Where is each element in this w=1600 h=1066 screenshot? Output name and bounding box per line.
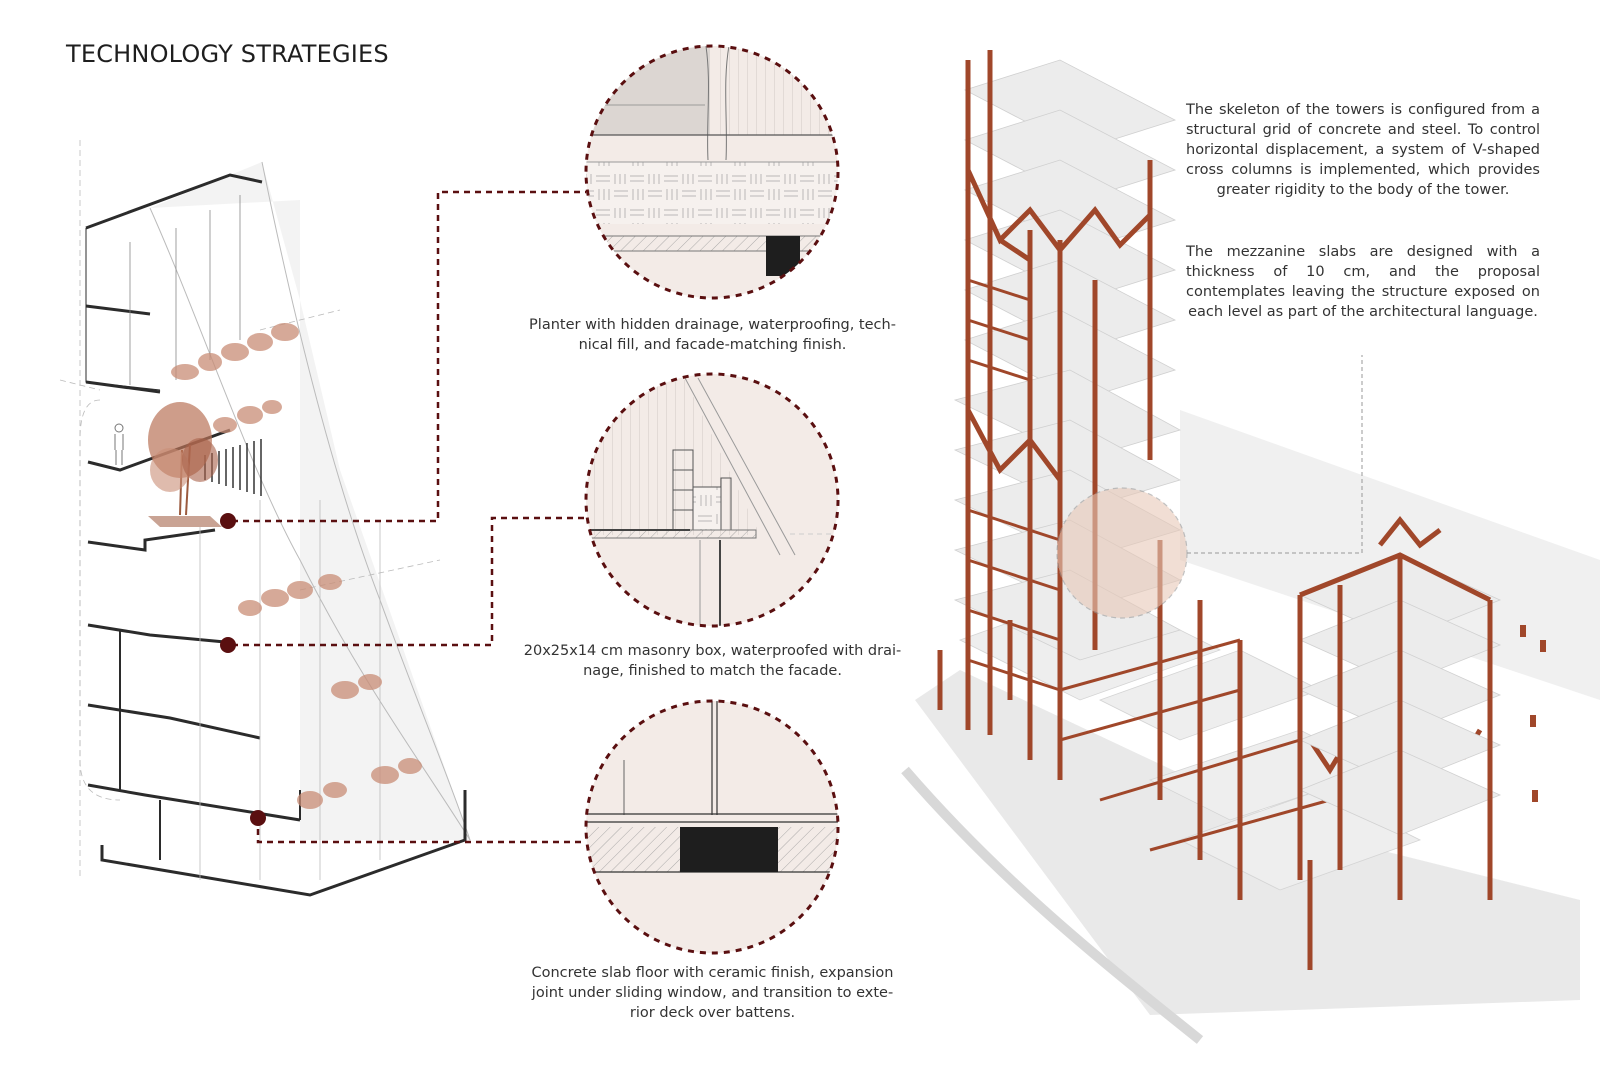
caption-line: joint under sliding window, and transiti… — [531, 985, 894, 1001]
caption-line: 20x25x14 cm masonry box, waterproofed wi… — [523, 643, 902, 659]
caption-line: nage, finished to match the facade. — [583, 663, 842, 679]
caption-line: Concrete slab floor with ceramic finish,… — [531, 965, 894, 981]
callout-marker-slab-floor[interactable] — [250, 810, 266, 826]
highlight-leader — [1187, 355, 1363, 554]
detail-circle-masonry-box[interactable] — [584, 372, 860, 640]
tower-beams — [967, 278, 1331, 852]
caption-slab-floor: Concrete slab floor with ceramic finish,… — [480, 963, 945, 1023]
structure-paragraph-skeleton: The skeleton of the towers is configured… — [1186, 102, 1540, 198]
tower-structure-axonometric — [901, 50, 1600, 1044]
caption-line: nical fill, and facade-matching finish. — [578, 337, 847, 353]
building-section-axonometric — [59, 140, 471, 897]
callout-marker-planter[interactable] — [220, 513, 236, 529]
caption-line: Planter with hidden drainage, waterproof… — [529, 317, 896, 333]
secondary-tower — [1297, 515, 1502, 970]
tower-columns — [937, 50, 1243, 900]
tree-icon — [148, 402, 222, 527]
planter-foliage — [171, 323, 422, 809]
tower-slabs — [953, 59, 1182, 661]
caption-planter: Planter with hidden drainage, waterproof… — [480, 315, 945, 355]
detail-circle-slab-floor[interactable] — [584, 699, 866, 955]
callout-marker-masonry-box[interactable] — [220, 637, 236, 653]
page-title: TECHNOLOGY STRATEGIES — [66, 40, 389, 68]
person-figure-icon — [114, 423, 124, 465]
caption-line: rior deck over battens. — [629, 1005, 796, 1021]
caption-masonry-box: 20x25x14 cm masonry box, waterproofed wi… — [480, 641, 945, 681]
highlight-circle[interactable] — [1056, 487, 1188, 619]
structure-paragraph-mezzanine: The mezzanine slabs are designed with a … — [1186, 244, 1540, 320]
callout-leaders — [232, 190, 586, 844]
detail-circle-planter[interactable] — [580, 40, 860, 300]
